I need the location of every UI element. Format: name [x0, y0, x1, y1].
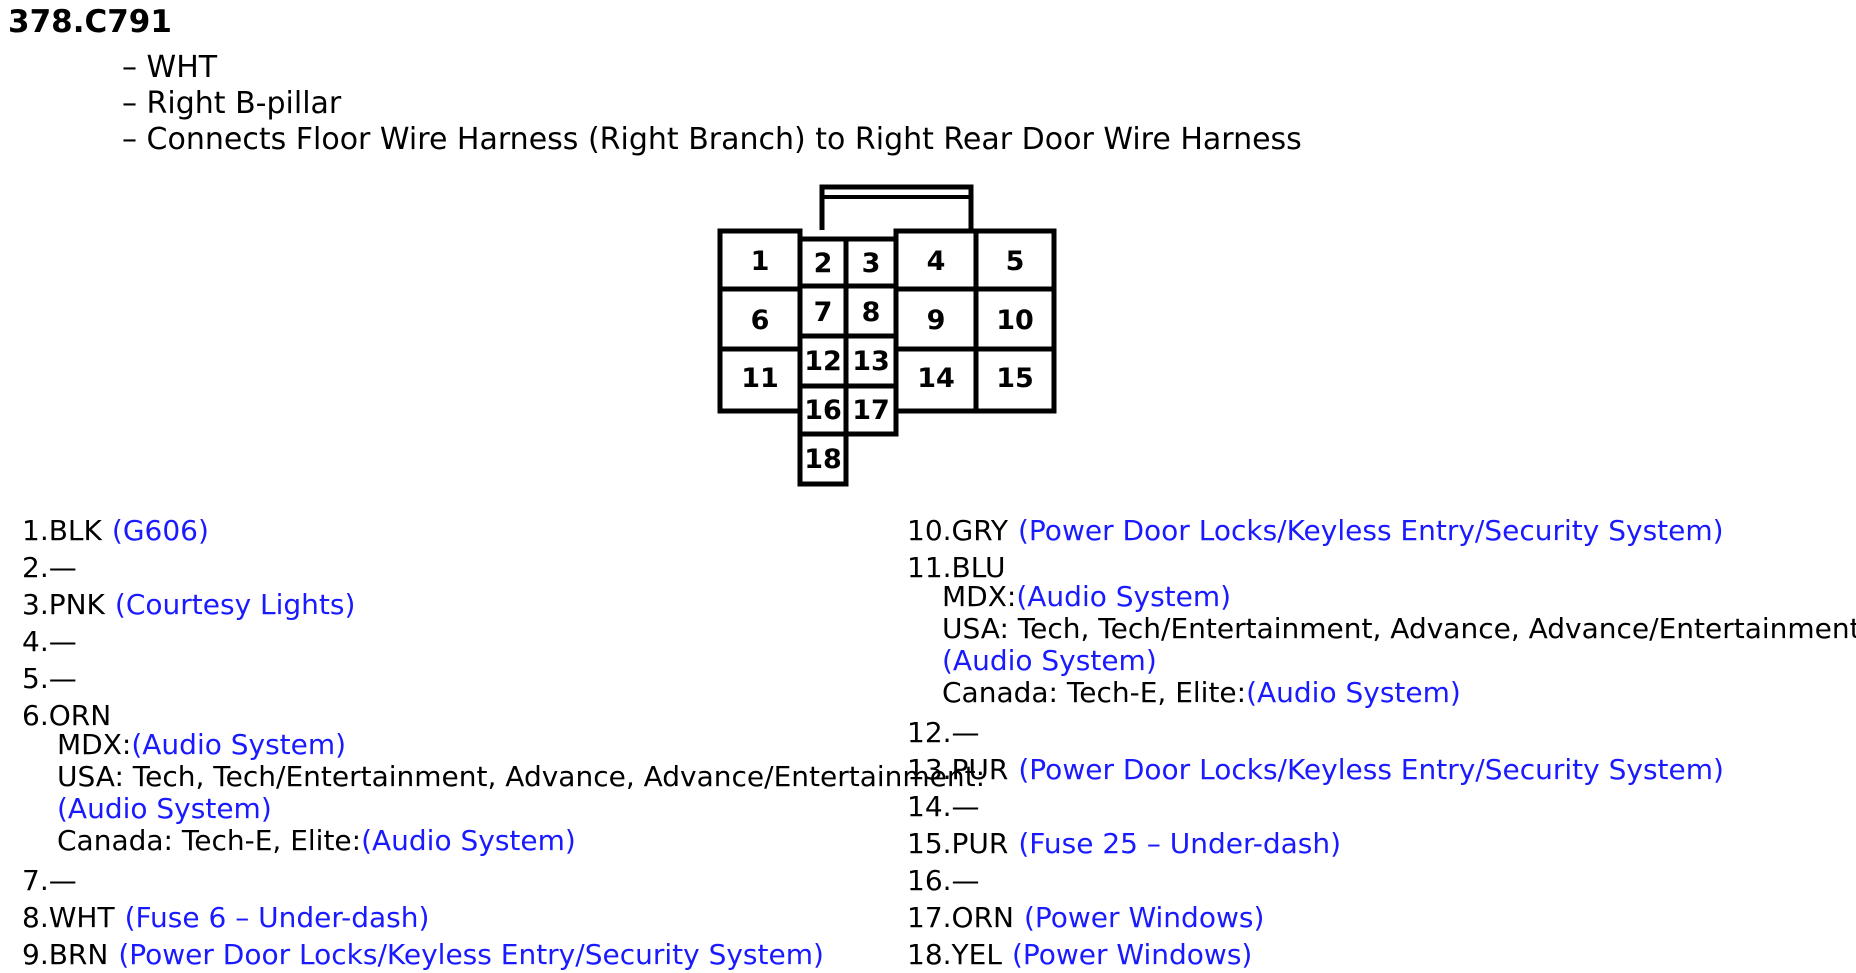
pin-row-15: 15.PUR (Fuse 25 – Under-dash) [907, 825, 1856, 862]
pin-label: 5.— [22, 662, 77, 695]
pin-reference-link[interactable]: (Audio System) [131, 728, 347, 761]
pin-label: 7.— [22, 864, 77, 897]
pin-label: 9.BRN [22, 938, 109, 971]
pin-row-16: 16.— [907, 862, 1856, 899]
pin-list-right: 10.GRY (Power Door Locks/Keyless Entry/Se… [907, 512, 1856, 973]
pin-label: 3.PNK [22, 588, 105, 621]
pin-label: 17.ORN [907, 901, 1014, 934]
pin-reference-link[interactable]: (Fuse 25 – Under-dash) [1018, 827, 1342, 860]
pin-row-6: 6.ORN [22, 697, 985, 734]
pin-label: 14.— [907, 790, 980, 823]
pin-label: 16.— [907, 864, 980, 897]
variant-text: USA: Tech, Tech/Entertainment, Advance, … [57, 760, 986, 793]
pin-label: 18.YEL [907, 938, 1002, 971]
pin-label: 6.ORN [22, 699, 112, 732]
pin-label: 2.— [22, 551, 77, 584]
pin-label: 12.— [907, 716, 980, 749]
pin-number: 2 [814, 248, 833, 279]
variant-text: USA: Tech, Tech/Entertainment, Advance, … [942, 612, 1856, 645]
pin-row-10: 10.GRY (Power Door Locks/Keyless Entry/Se… [907, 512, 1856, 549]
pin-number: 4 [927, 246, 946, 277]
pin-row-13: 13.PUR (Power Door Locks/Keyless Entry/Se… [907, 751, 1856, 788]
variant-text: Canada: Tech-E, Elite: [942, 676, 1247, 709]
pin-reference-link[interactable]: (Power Windows) [1023, 901, 1265, 934]
pin-row-7: 7.— [22, 862, 985, 899]
pin-reference-link[interactable]: (Power Windows) [1011, 938, 1253, 971]
pin-reference-link[interactable]: (Power Door Locks/Keyless Entry/Security… [1018, 514, 1724, 547]
pin-row-9: 9.BRN (Power Door Locks/Keyless Entry/Sec… [22, 936, 985, 973]
connector-latch-bar [820, 185, 973, 199]
pin-row-3: 3.PNK (Courtesy Lights) [22, 586, 985, 623]
pin-label: 8.WHT [22, 901, 115, 934]
pin-row-17: 17.ORN (Power Windows) [907, 899, 1856, 936]
pin-number: 7 [814, 297, 833, 328]
pin-number: 9 [927, 305, 946, 336]
pin-label: 11.BLU [907, 551, 1006, 584]
pin-number: 15 [996, 363, 1034, 394]
pin-subline: Canada: Tech-E, Elite:(Audio System) [22, 825, 985, 857]
pin-row-2: 2.— [22, 549, 985, 586]
pin-number: 18 [804, 444, 842, 475]
variant-text: MDX: [57, 728, 132, 761]
pin-reference-link[interactable]: (Fuse 6 – Under-dash) [124, 901, 430, 934]
connector-description: Connects Floor Wire Harness (Right Branc… [122, 122, 1302, 158]
pin-number: 11 [741, 363, 779, 394]
pin-reference-link[interactable]: (Audio System) [942, 644, 1157, 677]
pin-subline: Canada: Tech-E, Elite:(Audio System) [907, 677, 1856, 709]
pin-number: 3 [862, 248, 881, 279]
pin-row-12: 12.— [907, 714, 1856, 751]
pin-reference-link[interactable]: (G606) [111, 514, 209, 547]
pin-number: 5 [1006, 246, 1025, 277]
connector-latch [819, 184, 974, 230]
pin-number: 14 [917, 363, 955, 394]
pin-label: 1.BLK [22, 514, 102, 547]
pin-subline: USA: Tech, Tech/Entertainment, Advance, … [22, 761, 985, 793]
pin-label: 10.GRY [907, 514, 1008, 547]
pin-reference-link[interactable]: (Audio System) [1016, 580, 1232, 613]
pin-subline: MDX:(Audio System) [907, 581, 1856, 613]
pin-reference-link[interactable]: (Audio System) [57, 792, 272, 825]
pin-reference-link[interactable]: (Power Door Locks/Keyless Entry/Security… [118, 938, 824, 971]
cavity-15 [973, 346, 1057, 414]
connector-info-list: WHT Right B-pillar Connects Floor Wire H… [122, 50, 1302, 158]
connector-color: WHT [122, 50, 1302, 86]
pin-row-4: 4.— [22, 623, 985, 660]
pin-subline: MDX:(Audio System) [22, 729, 985, 761]
pin-row-5: 5.— [22, 660, 985, 697]
pin-number: 8 [862, 297, 881, 328]
pin-row-14: 14.— [907, 788, 1856, 825]
connector-location: Right B-pillar [122, 86, 1302, 122]
pin-number: 13 [852, 346, 890, 377]
pin-subline: USA: Tech, Tech/Entertainment, Advance, … [907, 613, 1856, 645]
pin-number: 16 [804, 395, 842, 426]
pin-list-left: 1.BLK (G606) 2.— 3.PNK (Courtesy Lights) 4… [22, 512, 985, 973]
pin-reference-link[interactable]: (Audio System) [361, 824, 576, 857]
pin-number: 6 [751, 305, 770, 336]
pin-label: 15.PUR [907, 827, 1009, 860]
pin-label: 13.PUR [907, 753, 1009, 786]
pin-row-8: 8.WHT (Fuse 6 – Under-dash) [22, 899, 985, 936]
pin-number: 10 [996, 305, 1034, 336]
connector-title: 378.C791 [8, 4, 172, 40]
pin-subline: (Audio System) [907, 645, 1856, 677]
cavity-18 [797, 431, 849, 487]
pin-label: 4.— [22, 625, 77, 658]
pin-reference-link[interactable]: (Power Door Locks/Keyless Entry/Security… [1018, 753, 1724, 786]
pin-number: 1 [751, 246, 770, 277]
variant-text: Canada: Tech-E, Elite: [57, 824, 362, 857]
pin-reference-link[interactable]: (Courtesy Lights) [114, 588, 356, 621]
pin-reference-link[interactable]: (Audio System) [1246, 676, 1461, 709]
pin-number: 17 [852, 395, 890, 426]
pin-row-18: 18.YEL (Power Windows) [907, 936, 1856, 973]
pin-row-11: 11.BLU [907, 549, 1856, 586]
pin-number: 12 [804, 346, 842, 377]
variant-text: MDX: [942, 580, 1017, 613]
pin-row-1: 1.BLK (G606) [22, 512, 985, 549]
pin-subline: (Audio System) [22, 793, 985, 825]
